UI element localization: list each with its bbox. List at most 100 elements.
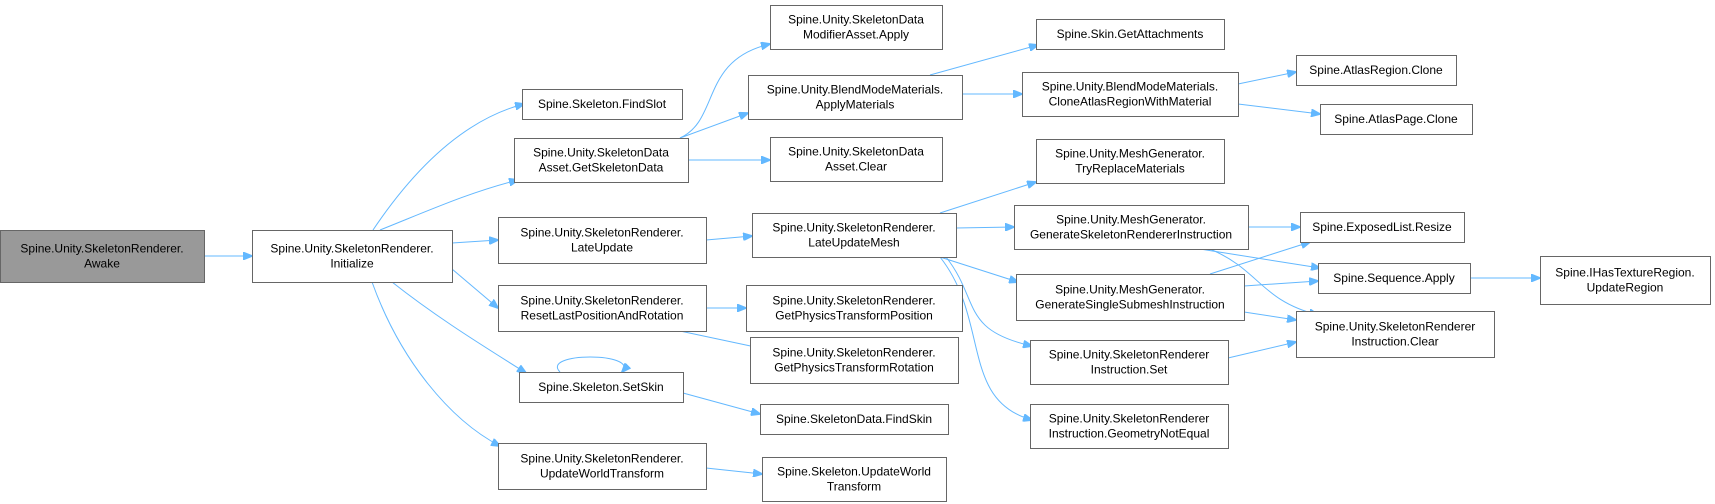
node-box xyxy=(514,138,689,183)
node-label: Spine.ExposedList.Resize xyxy=(1312,220,1452,234)
node-label: Transform xyxy=(827,480,881,494)
node-box xyxy=(770,137,943,182)
node-label: Initialize xyxy=(330,257,374,271)
node-initialize[interactable]: Spine.Unity.SkeletonRenderer.Initialize xyxy=(252,230,453,283)
node-label: ModifierAsset.Apply xyxy=(803,28,909,42)
node-label: TryReplaceMaterials xyxy=(1075,162,1185,176)
edge-lateupdatemesh-to-geomnotequal xyxy=(939,256,1032,420)
edge-gensingle-to-seqapply xyxy=(1243,281,1318,287)
edge-lateupdatemesh-to-genskelinstr xyxy=(955,227,1014,228)
node-label: Spine.AtlasPage.Clone xyxy=(1334,112,1458,126)
node-label: Spine.IHasTextureRegion. xyxy=(1555,266,1694,280)
node-box xyxy=(1318,263,1471,294)
node-box xyxy=(1030,404,1229,449)
edge-updateworldtransform-to-skelupdateworld xyxy=(705,467,762,474)
node-label: Spine.Unity.SkeletonRenderer xyxy=(1049,348,1210,362)
node-label: Spine.Unity.MeshGenerator. xyxy=(1056,213,1206,227)
node-label: Spine.Unity.MeshGenerator. xyxy=(1055,283,1205,297)
edge-applymaterials-to-getattachments xyxy=(929,45,1038,76)
node-resetlast[interactable]: Spine.Unity.SkeletonRenderer.ResetLastPo… xyxy=(498,285,707,332)
node-box xyxy=(770,5,943,50)
node-label: Spine.Unity.SkeletonRenderer. xyxy=(520,294,683,308)
edge-setskin-to-setskin xyxy=(556,356,624,372)
node-box xyxy=(1540,256,1711,305)
node-box xyxy=(1036,139,1225,184)
node-label: UpdateRegion xyxy=(1587,281,1664,295)
node-box xyxy=(519,372,684,403)
node-label: GenerateSkeletonRendererInstruction xyxy=(1030,228,1232,242)
node-label: Spine.Unity.SkeletonRenderer. xyxy=(772,221,935,235)
node-box xyxy=(752,213,957,258)
edge-initialize-to-getskeletondata xyxy=(379,180,518,231)
node-skelupdateworld[interactable]: Spine.Skeleton.UpdateWorldTransform xyxy=(762,457,947,502)
node-getskeletondata[interactable]: Spine.Unity.SkeletonDataAsset.GetSkeleto… xyxy=(514,138,689,183)
edge-genskelinstr-to-instrclear xyxy=(1209,248,1318,315)
edge-getskeletondata-to-modifierapply xyxy=(679,44,770,139)
node-label: Awake xyxy=(84,257,120,271)
node-label: Spine.SkeletonData.FindSkin xyxy=(776,412,932,426)
edge-initialize-to-resetlast xyxy=(451,268,498,308)
node-label: ApplyMaterials xyxy=(816,98,895,112)
node-updateregion[interactable]: Spine.IHasTextureRegion.UpdateRegion xyxy=(1540,256,1711,305)
node-label: Spine.Unity.SkeletonRenderer. xyxy=(520,226,683,240)
edge-gensingle-to-instrclear xyxy=(1243,311,1296,320)
node-label: Spine.AtlasRegion.Clone xyxy=(1309,63,1443,77)
node-seqapply[interactable]: Spine.Sequence.Apply xyxy=(1318,263,1471,294)
node-cloneatlas[interactable]: Spine.Unity.BlendModeMaterials.CloneAtla… xyxy=(1022,72,1239,117)
node-lateupdatemesh[interactable]: Spine.Unity.SkeletonRenderer.LateUpdateM… xyxy=(752,213,957,258)
node-box xyxy=(1030,340,1229,385)
node-gensingle[interactable]: Spine.Unity.MeshGenerator.GenerateSingle… xyxy=(1016,274,1245,321)
node-label: Asset.GetSkeletonData xyxy=(539,161,664,175)
node-label: CloneAtlasRegionWithMaterial xyxy=(1049,95,1212,109)
node-lateupdate[interactable]: Spine.Unity.SkeletonRenderer.LateUpdate xyxy=(498,217,707,264)
node-label: Spine.Unity.MeshGenerator. xyxy=(1055,147,1205,161)
node-geomnotequal[interactable]: Spine.Unity.SkeletonRendererInstruction.… xyxy=(1030,404,1229,449)
node-label: Instruction.Clear xyxy=(1351,335,1438,349)
edge-initialize-to-lateupdate xyxy=(451,240,498,243)
node-box xyxy=(522,89,683,120)
node-getphyspos[interactable]: Spine.Unity.SkeletonRenderer.GetPhysicsT… xyxy=(746,285,963,332)
node-box xyxy=(1320,104,1473,135)
node-setskin[interactable]: Spine.Skeleton.SetSkin xyxy=(519,372,684,403)
node-label: UpdateWorldTransform xyxy=(540,467,664,481)
node-label: Spine.Unity.SkeletonData xyxy=(788,145,924,159)
node-label: Spine.Unity.SkeletonRenderer. xyxy=(520,452,683,466)
node-atlasregionclone[interactable]: Spine.AtlasRegion.Clone xyxy=(1296,55,1457,86)
node-label: GenerateSingleSubmeshInstruction xyxy=(1035,298,1224,312)
node-box xyxy=(1022,72,1239,117)
node-label: Spine.Unity.SkeletonRenderer. xyxy=(772,346,935,360)
node-instrset[interactable]: Spine.Unity.SkeletonRendererInstruction.… xyxy=(1030,340,1229,385)
node-box xyxy=(1036,19,1225,50)
node-label: GetPhysicsTransformRotation xyxy=(774,361,934,375)
node-label: ResetLastPositionAndRotation xyxy=(521,309,684,323)
node-updateworldtransform[interactable]: Spine.Unity.SkeletonRenderer.UpdateWorld… xyxy=(498,443,707,490)
node-getattachments[interactable]: Spine.Skin.GetAttachments xyxy=(1036,19,1225,50)
node-label: GetPhysicsTransformPosition xyxy=(775,309,933,323)
node-getphysrot[interactable]: Spine.Unity.SkeletonRenderer.GetPhysicsT… xyxy=(750,337,959,384)
node-findskin[interactable]: Spine.SkeletonData.FindSkin xyxy=(760,404,949,435)
node-label: Spine.Skeleton.SetSkin xyxy=(538,380,663,394)
node-genskelinstr[interactable]: Spine.Unity.MeshGenerator.GenerateSkelet… xyxy=(1014,205,1249,250)
node-label: LateUpdate xyxy=(571,241,633,255)
node-label: Spine.Sequence.Apply xyxy=(1333,271,1454,285)
node-box xyxy=(1296,311,1495,358)
node-awake[interactable]: Spine.Unity.SkeletonRenderer.Awake xyxy=(0,230,205,283)
node-tryreplace[interactable]: Spine.Unity.MeshGenerator.TryReplaceMate… xyxy=(1036,139,1225,184)
edge-getskeletondata-to-applymaterials xyxy=(679,113,748,139)
node-applymaterials[interactable]: Spine.Unity.BlendModeMaterials.ApplyMate… xyxy=(748,75,963,120)
node-label: Asset.Clear xyxy=(825,160,887,174)
edge-lateupdatemesh-to-tryreplace xyxy=(939,182,1036,214)
node-findslot[interactable]: Spine.Skeleton.FindSlot xyxy=(522,89,683,120)
node-box xyxy=(748,75,963,120)
node-instrclear[interactable]: Spine.Unity.SkeletonRendererInstruction.… xyxy=(1296,311,1495,358)
node-label: Spine.Unity.SkeletonRenderer. xyxy=(772,294,935,308)
node-atlaspageclone[interactable]: Spine.AtlasPage.Clone xyxy=(1320,104,1473,135)
node-label: Spine.Unity.SkeletonRenderer xyxy=(1315,320,1476,334)
node-exposedresize[interactable]: Spine.ExposedList.Resize xyxy=(1300,212,1465,243)
edge-instrset-to-instrclear xyxy=(1227,342,1296,359)
node-modifierapply[interactable]: Spine.Unity.SkeletonDataModifierAsset.Ap… xyxy=(770,5,943,50)
node-box xyxy=(1014,205,1249,250)
node-label: LateUpdateMesh xyxy=(808,236,899,250)
